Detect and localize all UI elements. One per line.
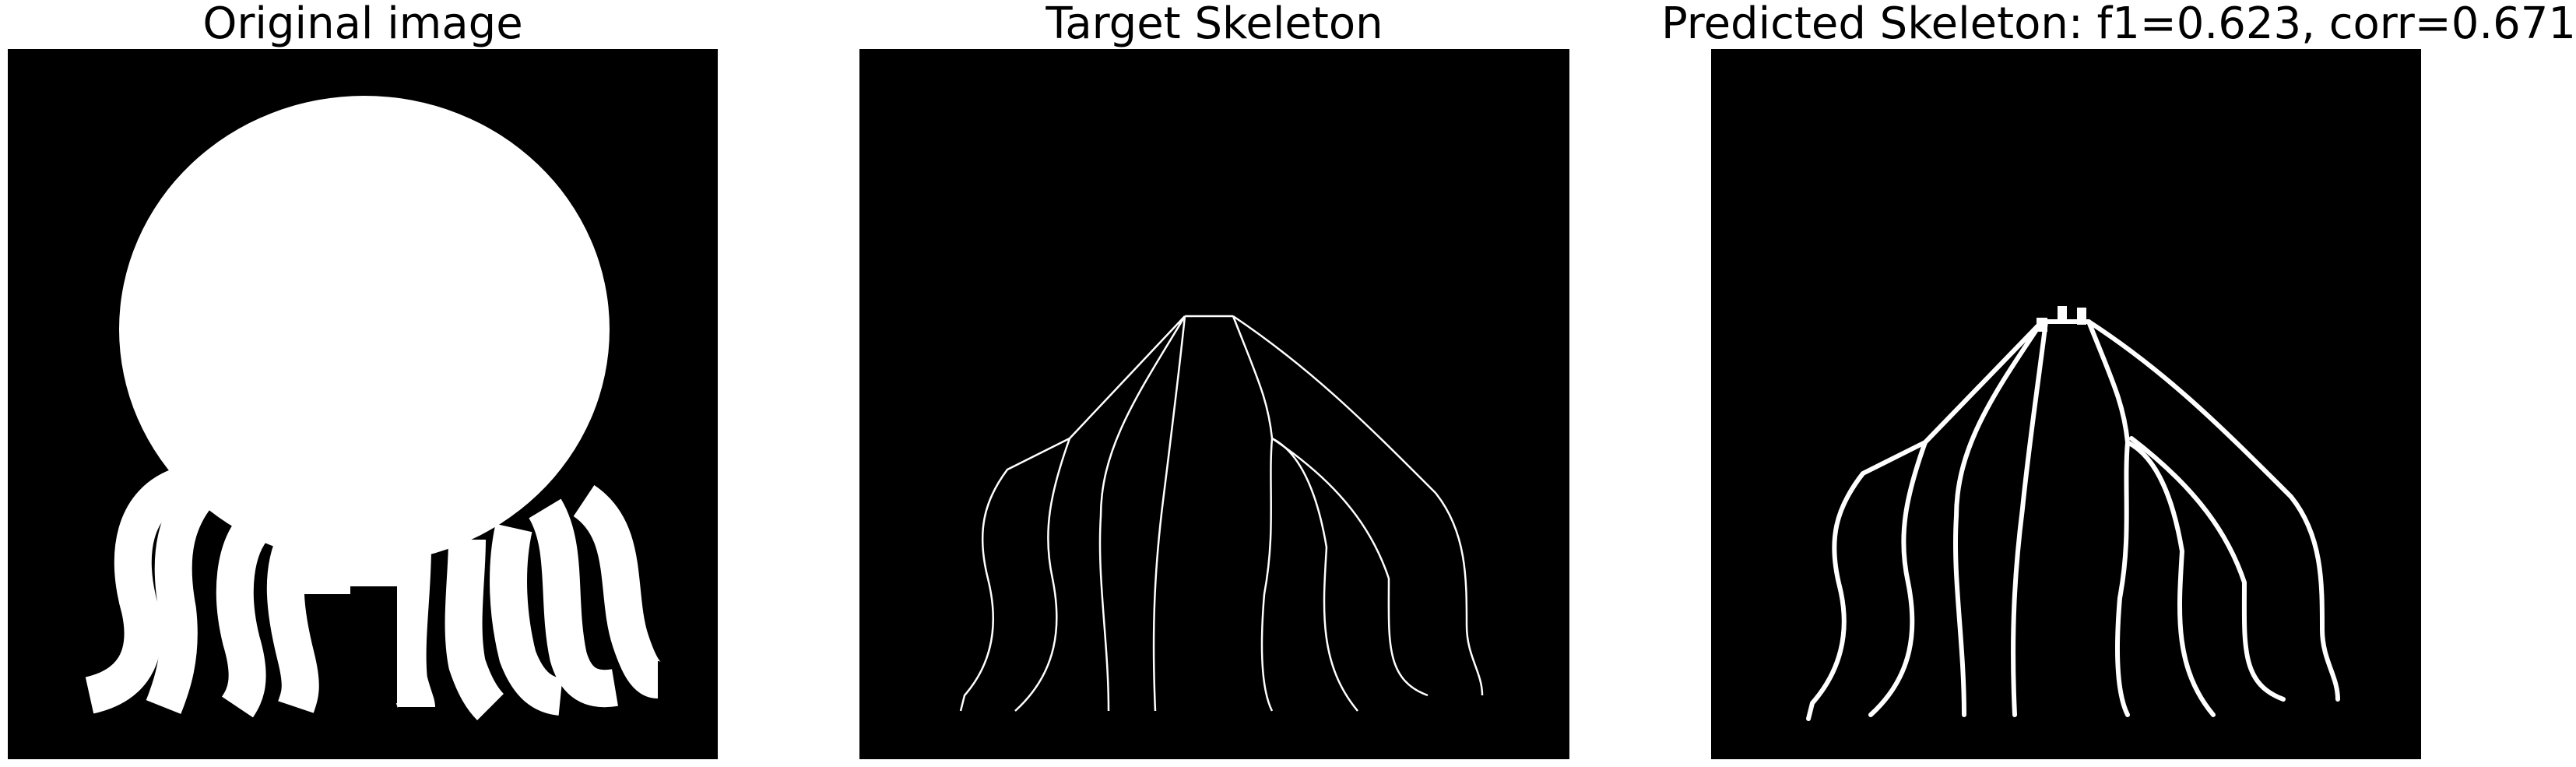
jellyfish-tentacles bbox=[85, 467, 662, 720]
panel-title-target: Target Skeleton bbox=[1046, 0, 1383, 49]
predicted-skeleton-image bbox=[1711, 49, 2421, 759]
target-skeleton-lines bbox=[959, 315, 1484, 712]
original-image bbox=[8, 49, 718, 759]
panel-title-original: Original image bbox=[202, 0, 523, 49]
panel-title-predicted: Predicted Skeleton: f1=0.623, corr=0.671 bbox=[1661, 0, 2576, 49]
target-skeleton-image bbox=[859, 49, 1569, 759]
predicted-skeleton-blobs bbox=[2037, 306, 2086, 332]
jellyfish-bell bbox=[119, 96, 610, 563]
predicted-skeleton-lines bbox=[1806, 319, 2340, 721]
